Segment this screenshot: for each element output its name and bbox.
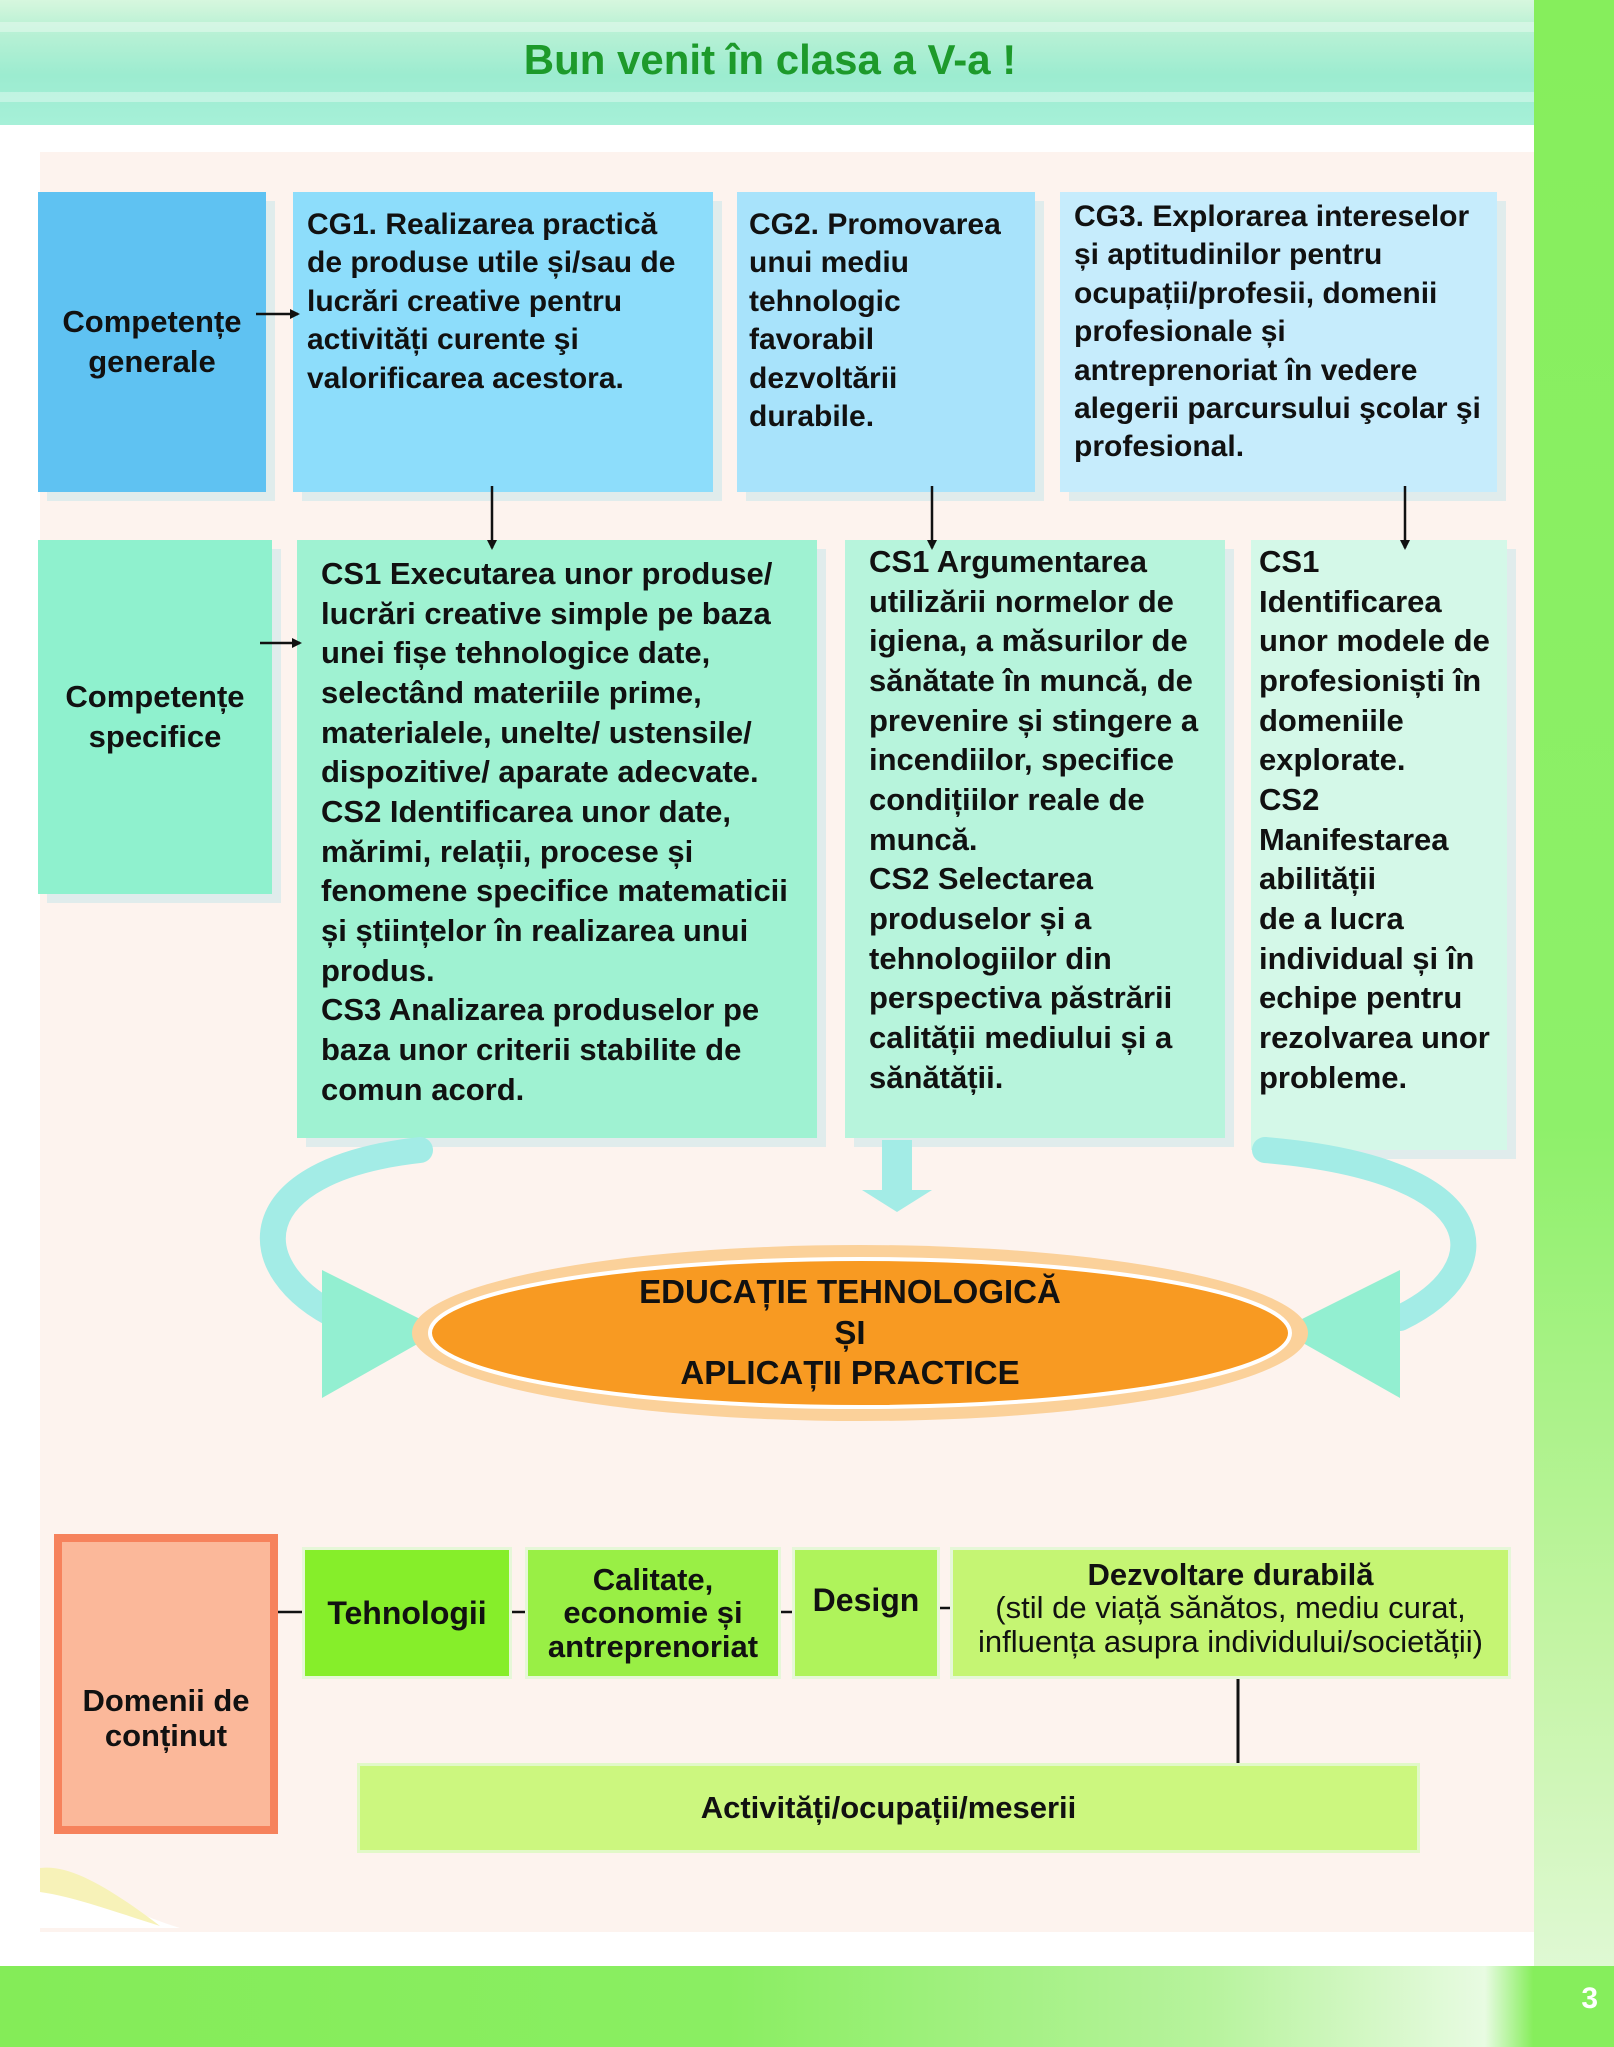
center-title: EDUCAȚIE TEHNOLOGICĂ ȘI APLICAȚII PRACTI… [560,1272,1140,1394]
center-title-line2: ȘI [834,1313,866,1351]
center-title-line1: EDUCAȚIE TEHNOLOGICĂ [639,1273,1061,1310]
page-number: 3 [1581,1982,1598,2015]
cg1-box: CG1. Realizarea practică de produse util… [293,192,713,492]
left-loop-arrow [260,1137,433,1331]
content-domains-label-text: Domenii de conținut [62,1542,270,1826]
center-ellipse [428,1257,1292,1409]
cg2-box: CG2. Promovarea unui mediu tehnologic fa… [737,192,1035,492]
header-band [0,0,1540,125]
cg3-box: CG3. Explorarea intereselor și aptitudin… [1060,192,1497,492]
content-domains-label: Domenii de conținut [54,1534,278,1834]
domain-calitate: Calitate, economie și antreprenoriat [528,1550,778,1676]
footer-band [0,1966,1614,2047]
cs-group-1-box: CS1 Executarea unor produse/ lucrări cre… [297,540,817,1138]
domain-design: Design [795,1550,937,1676]
domain-dezvoltare-durabila: Dezvoltare durabilă (stil de viață sănăt… [953,1550,1508,1676]
specific-competences-label: Competențe specifice [38,540,272,894]
domain-dezvoltare-subtitle: (stil de viață sănătos, mediu curat, inf… [978,1590,1483,1659]
domain-dezvoltare-title: Dezvoltare durabilă [1087,1557,1374,1592]
domain-tehnologii: Tehnologii [305,1550,509,1676]
page-curl-decoration [40,1867,180,1928]
page-title: Bun venit în clasa a V-a ! [523,36,1017,83]
cs-group-2-box: CS1 Argumentarea utilizării normelor de … [845,540,1225,1138]
right-margin-band [1534,0,1614,2047]
center-title-line3: APLICAȚII PRACTICE [680,1354,1020,1392]
right-loop-arrow [1252,1137,1477,1331]
general-competences-label: Competențe generale [38,192,266,492]
activities-box: Activități/ocupații/meserii [360,1766,1417,1850]
cs-group-3-box: CS1 Identificarea unor modele de profesi… [1251,540,1507,1150]
